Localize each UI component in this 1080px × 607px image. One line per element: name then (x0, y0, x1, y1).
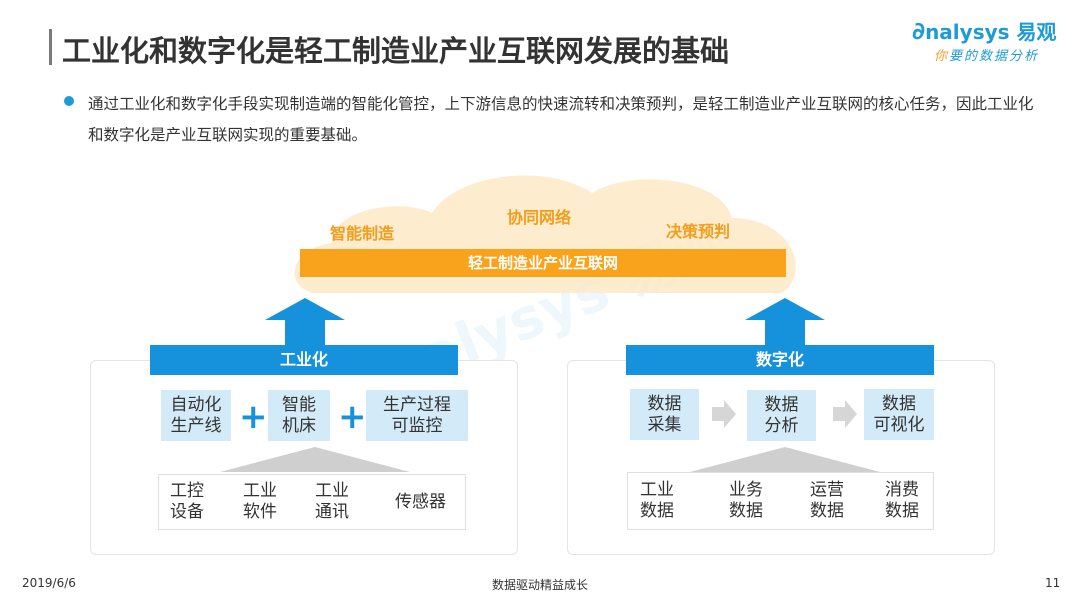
industrialization-base (158, 474, 466, 530)
base-item: 消费数据 (885, 480, 919, 521)
footer-slogan: 数据驱动精益成长 (491, 578, 588, 592)
item-data-collection: 数据采集 (630, 389, 699, 440)
up-arrow-icon (265, 298, 345, 346)
industrialization-title: 工业化 (150, 345, 458, 375)
item-process-monitoring: 生产过程可监控 (366, 390, 468, 441)
item-automation-line: 自动化生产线 (161, 390, 231, 441)
plus-icon: + (338, 397, 367, 437)
item-data-visualization: 数据可视化 (864, 389, 934, 440)
plus-icon: + (239, 397, 268, 437)
page-number: 11 (1045, 576, 1061, 590)
up-arrow-icon (745, 298, 825, 346)
cloud-label-collaborative-network: 协同网络 (507, 208, 572, 227)
cloud-label-decision-prediction: 决策预判 (666, 222, 731, 241)
base-item: 运营数据 (810, 480, 844, 521)
footer-date: 2019/6/6 (22, 576, 76, 590)
base-item: 业务数据 (729, 480, 763, 521)
internet-platform-bar: 轻工制造业产业互联网 (300, 249, 786, 277)
digitalization-title: 数字化 (626, 345, 934, 375)
right-arrow-icon (712, 400, 736, 428)
base-item: 工业软件 (243, 481, 277, 522)
bullet-dot (64, 96, 74, 106)
intro-text: 通过工业化和数字化手段实现制造端的智能化管控，上下游信息的快速流转和决策预判，是… (88, 95, 1034, 144)
base-item: 工业数据 (640, 480, 674, 521)
digitalization-base (627, 472, 934, 530)
analysys-logo: ∂nalysys 易观 你要的数据分析 (912, 17, 1057, 64)
item-data-analysis: 数据分析 (747, 390, 816, 441)
cloud-label-smart-manufacturing: 智能制造 (330, 224, 395, 243)
support-triangle (220, 447, 410, 472)
page-title: 工业化和数字化是轻工制造业产业互联网发展的基础 (62, 34, 730, 68)
support-triangle (690, 447, 880, 472)
base-item: 工业通讯 (315, 481, 349, 522)
base-item: 工控设备 (170, 481, 204, 522)
right-arrow-icon (833, 400, 857, 428)
title-accent-bar (49, 29, 52, 65)
item-smart-machine: 智能机床 (268, 390, 330, 441)
base-item: 传感器 (395, 492, 446, 512)
